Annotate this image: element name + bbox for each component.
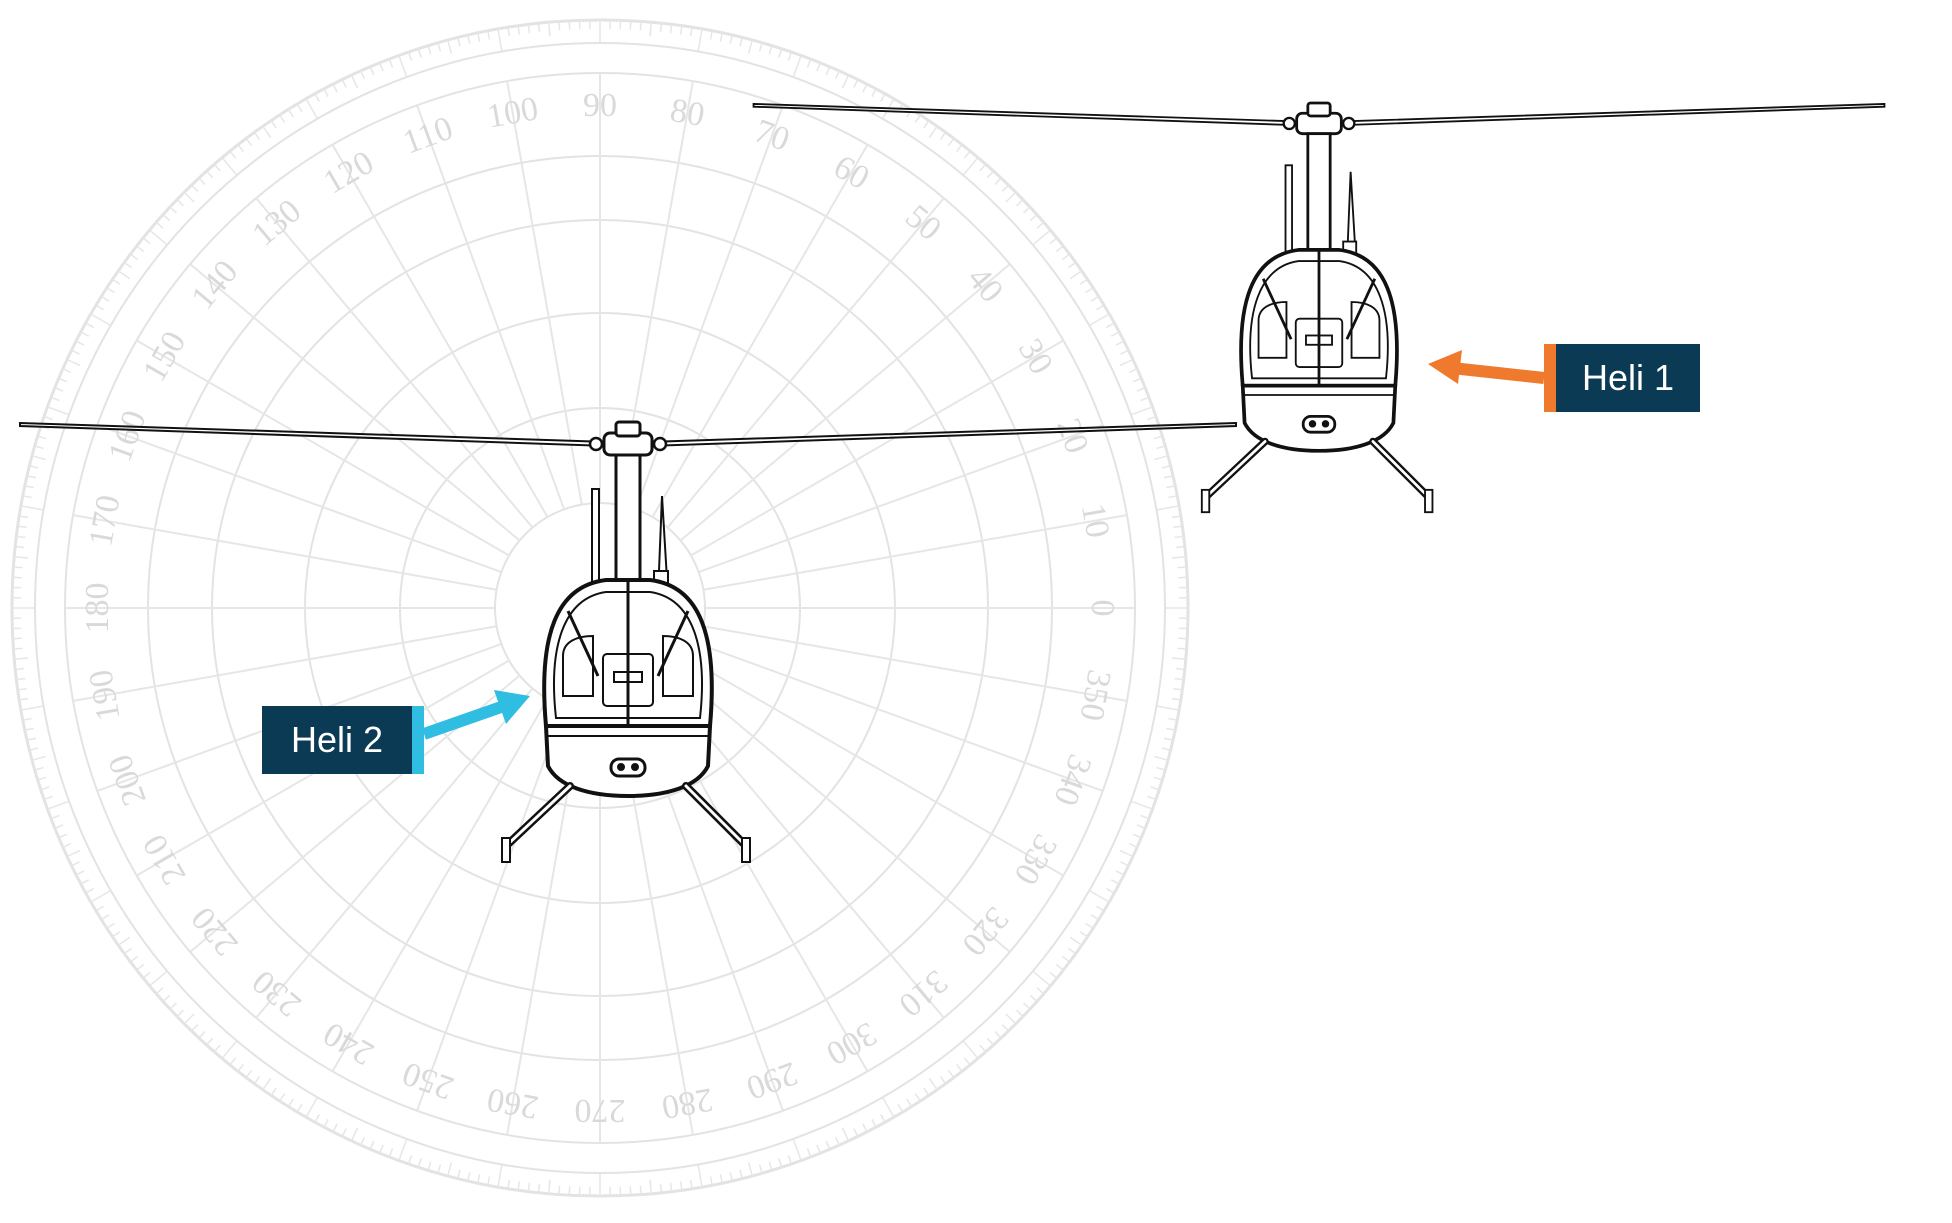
protractor-degree-label: 80 [667, 92, 707, 134]
protractor-degree-label: 130 [245, 192, 308, 253]
protractor-degree-label: 350 [1072, 667, 1117, 724]
protractor-degree-label: 140 [184, 253, 245, 316]
protractor-degree-label: 160 [102, 406, 154, 467]
protractor-degree-label: 110 [398, 110, 457, 162]
heli1-helicopter-icon [754, 103, 1885, 512]
protractor-degree-label: 70 [750, 112, 795, 158]
protractor-degree-label: 210 [136, 828, 194, 891]
protractor-degree-label: 20 [1049, 414, 1095, 459]
heli2-arrow-icon [422, 690, 530, 740]
protractor-degree-label: 0 [1084, 600, 1121, 617]
protractor-degree-label: 60 [827, 148, 875, 197]
protractor-degree-label: 330 [1007, 828, 1065, 891]
protractor-degree-label: 220 [184, 900, 245, 963]
heli1-arrow-icon [1428, 350, 1545, 384]
protractor-degree-label: 340 [1046, 750, 1098, 811]
protractor-degree-label: 270 [575, 1092, 626, 1129]
protractor-degree-label: 320 [955, 900, 1016, 963]
protractor-degree-label: 260 [484, 1080, 541, 1125]
protractor-degree-label: 200 [102, 750, 154, 811]
protractor-degree-label: 240 [317, 1015, 380, 1073]
protractor-degree-label: 230 [245, 963, 308, 1024]
protractor-degree-label: 120 [317, 144, 380, 202]
protractor-degree-label: 30 [1011, 333, 1060, 381]
protractor-degree-label: 150 [136, 325, 194, 388]
protractor-degree-label: 170 [82, 492, 127, 549]
heli1-label: Heli 1 [1544, 344, 1700, 412]
protractor-degree-label: 10 [1074, 501, 1116, 541]
protractor-degree-label: 190 [82, 667, 127, 724]
protractor-degree-label: 100 [484, 90, 541, 135]
protractor-degree-label: 90 [583, 87, 617, 124]
protractor-degree-label: 50 [898, 198, 948, 248]
heli2-label: Heli 2 [262, 706, 424, 774]
protractor-degree-label: 180 [79, 583, 116, 634]
protractor-degree-label: 300 [820, 1015, 883, 1073]
protractor-degree-label: 250 [398, 1054, 459, 1106]
protractor-degree-label: 280 [659, 1080, 716, 1125]
protractor-degree-label: 290 [742, 1054, 803, 1106]
protractor-degree-label: 310 [892, 963, 955, 1024]
protractor-degree-label: 40 [960, 260, 1010, 310]
